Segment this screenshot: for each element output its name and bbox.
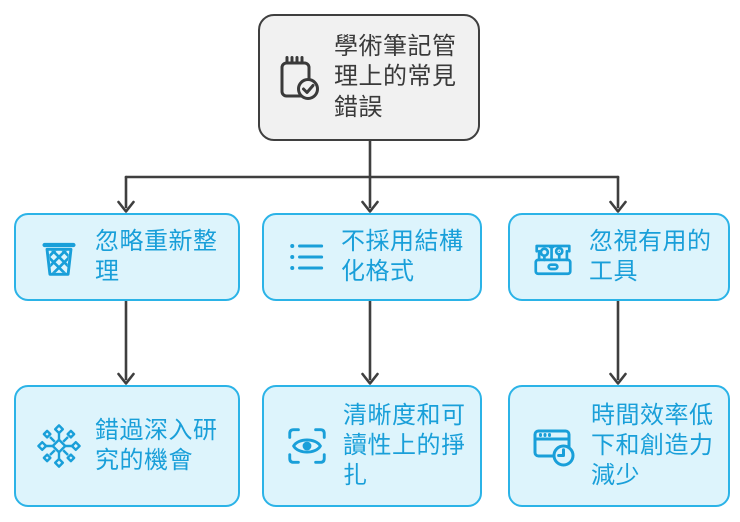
cause-node-no-structured-format: 不採用結構化格式: [262, 213, 482, 301]
cause-label: 忽視有用的工具: [589, 227, 712, 285]
root-label: 學術筆記管理上的常見錯誤: [334, 33, 457, 121]
note-check-icon: [275, 53, 323, 103]
effect-label: 清晰度和可讀性上的掙扎: [343, 401, 466, 490]
cause-node-ignore-tools: 忽視有用的工具: [508, 213, 730, 301]
root-node: 學術筆記管理上的常見錯誤: [258, 14, 480, 141]
effect-node-missed-research: 錯過深入研究的機會: [14, 385, 240, 507]
cause-label: 不採用結構化格式: [341, 227, 464, 285]
effect-node-low-efficiency: 時間效率低下和創造力減少: [508, 385, 730, 507]
arrowhead: [117, 372, 135, 385]
arrowhead: [609, 372, 627, 385]
eye-scan-icon: [284, 423, 330, 469]
effect-label: 時間效率低下和創造力減少: [591, 401, 714, 490]
arrowhead: [609, 200, 627, 213]
effect-node-clarity-struggle: 清晰度和可讀性上的掙扎: [262, 385, 482, 507]
effect-label: 錯過深入研究的機會: [95, 416, 218, 474]
window-clock-icon: [530, 422, 578, 470]
toolbox-icon: [530, 234, 576, 280]
cause-node-ignore-reorganizing: 忽略重新整理: [14, 213, 240, 301]
cause-label: 忽略重新整理: [95, 227, 218, 285]
trash-icon: [36, 234, 82, 280]
arrowhead: [361, 372, 379, 385]
arrowhead: [117, 200, 135, 213]
snowflake-icon: [36, 423, 82, 469]
arrowhead: [361, 200, 379, 213]
list-icon: [284, 235, 328, 279]
